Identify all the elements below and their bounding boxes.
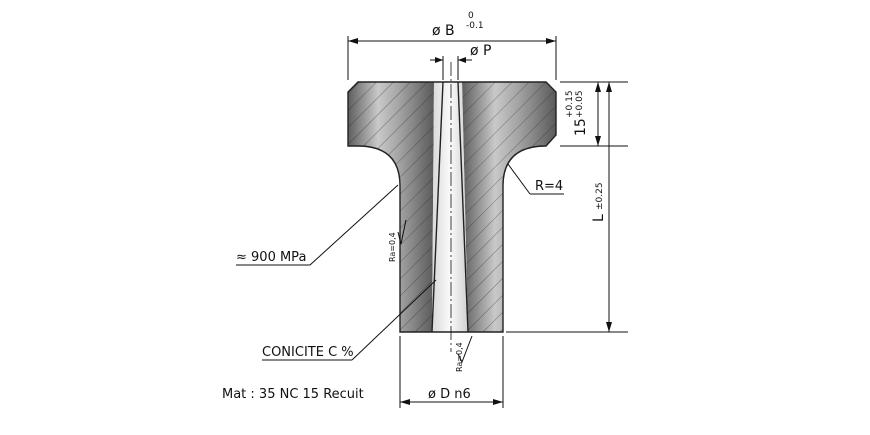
conicity-label: CONICITE C % — [262, 345, 354, 360]
dimension-b-label: ø B — [432, 23, 455, 39]
dimension-p-label: ø P — [470, 43, 491, 59]
dimension-d — [399, 336, 504, 408]
dimension-p — [430, 56, 472, 80]
dimension-flange-height — [560, 81, 628, 147]
roughness-symbol-left — [397, 219, 407, 245]
flange-height-tol-upper: +0.15 — [565, 90, 575, 118]
roughness-left-label: Ra=0,4 — [388, 232, 397, 262]
part-right-half — [462, 82, 556, 332]
part-left-half — [348, 82, 434, 332]
roughness-bottom-label: Ra=0,4 — [455, 342, 464, 372]
roughness-symbol-bottom — [457, 335, 473, 364]
material-label: Mat : 35 NC 15 Recuit — [222, 387, 364, 402]
radius-leader — [507, 163, 564, 195]
conical-bore — [432, 82, 468, 332]
bore-edge-left — [431, 81, 444, 333]
dimension-b — [347, 36, 557, 80]
dimension-d-label: ø D n6 — [428, 387, 471, 402]
bore-edge-right — [457, 81, 469, 333]
dimension-length — [506, 82, 628, 333]
hardness-label: ≈ 900 MPa — [236, 250, 306, 265]
dimension-b-tol-upper: 0 — [468, 11, 474, 21]
hardness-leader — [236, 184, 399, 266]
flange-height-tol-lower: +0.05 — [575, 90, 585, 118]
part-outline — [347, 81, 557, 333]
length-tol: ±0.25 — [595, 182, 605, 210]
radius-label: R=4 — [535, 179, 563, 194]
dimension-b-tol-lower: -0.1 — [466, 21, 484, 31]
conicity-leader — [262, 279, 437, 361]
flange-height-value: 15 — [573, 118, 589, 136]
length-value: L — [591, 214, 607, 222]
